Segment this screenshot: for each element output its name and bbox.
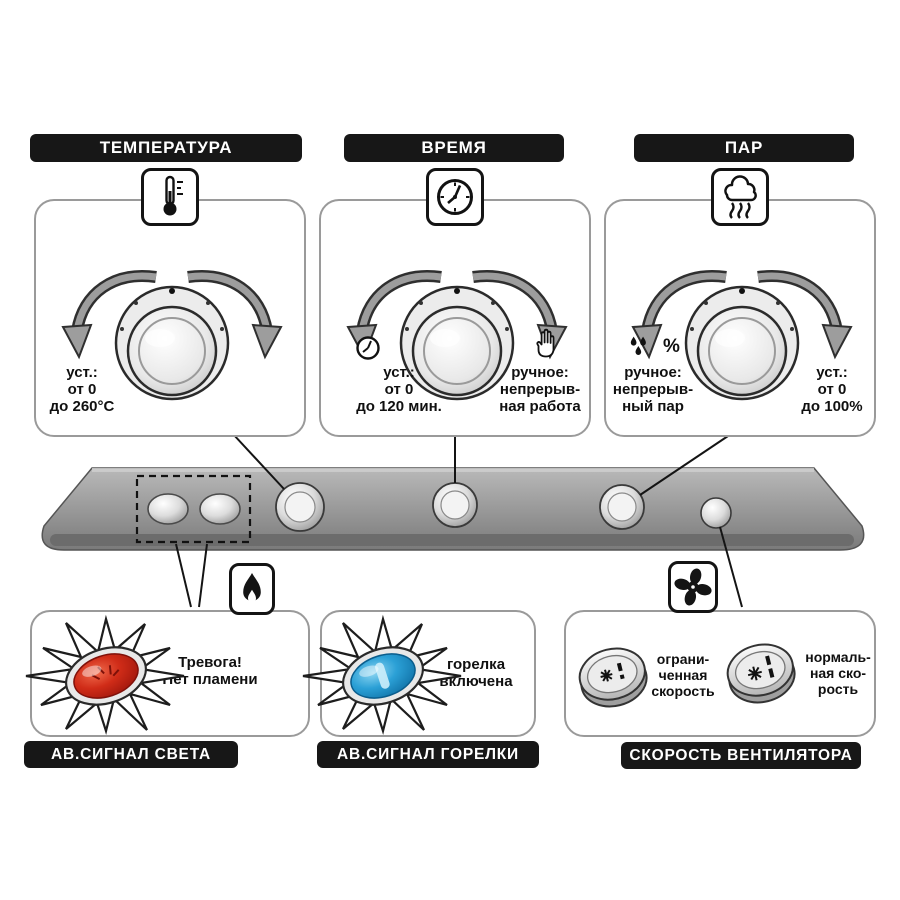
steam-knob-illustration[interactable] — [622, 251, 862, 421]
fan-iconbox — [668, 561, 718, 613]
fan-normal-speed-button[interactable] — [718, 636, 804, 714]
connector-temperature — [232, 433, 285, 490]
steam-icon — [724, 175, 757, 219]
thermometer-icon — [163, 175, 183, 216]
steam-manual-mode: ручное: непрерыв- ный пар — [612, 364, 694, 416]
fan-speed-button[interactable] — [700, 497, 732, 529]
label-time-text: ВРЕМЯ — [421, 138, 487, 157]
flame-icon — [243, 573, 261, 603]
steam-panel: % ручное: непрерыв- ный пар уст.: от 0 д… — [604, 199, 876, 437]
time-set-range: уст.: от 0 до 120 мин. — [356, 364, 442, 416]
steam-knob[interactable] — [599, 484, 645, 530]
label-steam-text: ПАР — [724, 138, 764, 157]
indicator-lights-dashed-outline — [135, 474, 252, 544]
rotate-arrows — [61, 270, 283, 360]
connector-lamps-right — [198, 543, 208, 608]
temperature-knob-illustration[interactable] — [52, 251, 292, 421]
strip-highlight — [92, 468, 814, 472]
flame-iconbox — [229, 563, 275, 615]
label-time: ВРЕМЯ — [344, 134, 564, 162]
time-manual-mode: ручное: непрерыв- ная работа — [499, 364, 581, 416]
rotate-arrows — [631, 270, 853, 360]
label-light-alarm-text: АВ.СИГНАЛ СВЕТА — [51, 745, 211, 763]
label-light-alarm: АВ.СИГНАЛ СВЕТА — [24, 741, 238, 768]
light-alarm-lamp[interactable] — [147, 493, 189, 525]
fan-limited-speed-text: ограни- ченная скорость — [651, 651, 715, 699]
steam-iconbox — [711, 168, 769, 226]
thermometer-iconbox — [141, 168, 199, 226]
label-temperature-text: ТЕМПЕРАТУРА — [99, 138, 233, 157]
time-knob-illustration[interactable] — [337, 251, 577, 421]
label-burner-alarm-text: АВ.СИГНАЛ ГОРЕЛКИ — [337, 745, 519, 763]
temperature-knob[interactable] — [275, 482, 325, 532]
temperature-panel: уст.: от 0 до 260°C — [34, 199, 306, 437]
blue-lamp[interactable] — [336, 638, 431, 715]
fan-high-icon — [747, 666, 762, 681]
steam-manual-symbol: % — [628, 335, 680, 359]
connector-fan-button — [719, 526, 743, 608]
steam-set-range: уст.: от 0 до 100% — [801, 364, 863, 416]
red-lamp[interactable] — [59, 638, 154, 715]
temperature-set-range: уст.: от 0 до 260°C — [49, 364, 115, 416]
label-fan-speed: СКОРОСТЬ ВЕНТИЛЯТОРА — [621, 742, 861, 769]
droplets-icon — [630, 336, 646, 355]
fan-icon — [674, 568, 712, 606]
fan-limited-speed-button[interactable] — [570, 640, 656, 718]
fan-low-icon — [600, 669, 613, 682]
label-temperature: ТЕМПЕРАТУРА — [30, 134, 302, 162]
time-knob[interactable] — [432, 482, 478, 528]
burner-alarm-lamp[interactable] — [199, 493, 241, 525]
label-steam: ПАР — [634, 134, 854, 162]
clock-small-icon — [356, 336, 380, 360]
hand-icon — [536, 328, 555, 358]
connector-steam — [639, 433, 732, 496]
light-alarm-indicator[interactable] — [21, 611, 191, 741]
clock-icon — [437, 179, 473, 215]
burner-alarm-indicator[interactable] — [298, 611, 468, 741]
clock-iconbox — [426, 168, 484, 226]
time-panel: уст.: от 0 до 120 мин. ручное: непрерыв-… — [319, 199, 591, 437]
percent-symbol: % — [663, 336, 680, 357]
control-strip — [41, 467, 865, 551]
label-fan-speed-text: СКОРОСТЬ ВЕНТИЛЯТОРА — [629, 746, 853, 764]
fan-normal-speed-text: нормаль- ная ско- рость — [805, 649, 871, 697]
fan-speed-panel: ограни- ченная скорость нормаль- ная ско… — [564, 610, 876, 737]
connector-lamps-left — [175, 543, 192, 608]
label-burner-alarm: АВ.СИГНАЛ ГОРЕЛКИ — [317, 741, 539, 768]
